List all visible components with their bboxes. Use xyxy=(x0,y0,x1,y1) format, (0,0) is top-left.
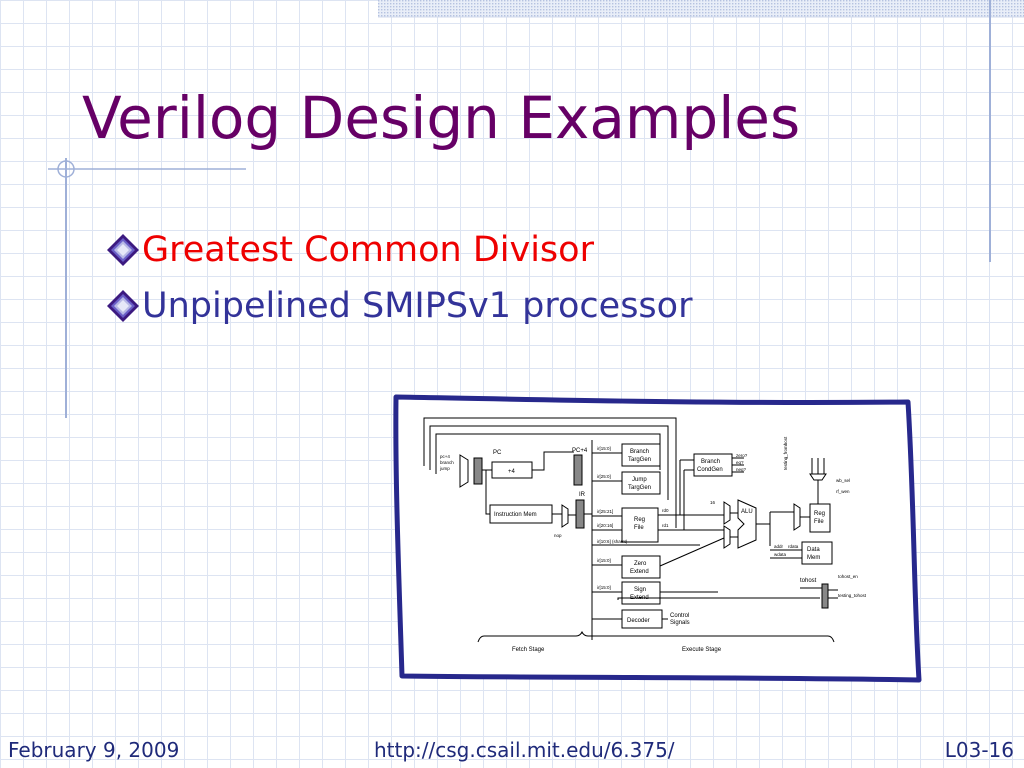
footer-url[interactable]: http://csg.csail.mit.edu/6.375/ xyxy=(374,738,675,762)
label-ir-15-0: ir[15:0] xyxy=(597,446,611,451)
wb-mux xyxy=(793,503,801,531)
label-tohost-en: tohost_en xyxy=(838,574,858,579)
label-file: File xyxy=(634,525,644,531)
pc-register xyxy=(473,457,483,485)
data-mem-block xyxy=(801,541,833,565)
label-ir-20-16: ir[20:16] xyxy=(597,523,613,528)
label-reg2: Reg xyxy=(814,511,825,517)
label-alu: ALU xyxy=(741,509,753,515)
label-sign: Sign xyxy=(634,587,646,593)
label-signals: Signals xyxy=(670,620,690,626)
label-zero-extend: Extend xyxy=(630,569,649,575)
label-pc4: PC+4 xyxy=(572,448,588,454)
label-eq-q: eq? xyxy=(736,460,744,465)
jump-targgen-block xyxy=(621,471,661,495)
label-data: Data xyxy=(807,547,820,553)
label-pc-plus4: pc+4 xyxy=(440,454,450,459)
label-sign-extend: Extend xyxy=(630,595,649,601)
label-ir-15-0-c: ir[15:0] xyxy=(597,585,611,590)
label-condgen: CondGen xyxy=(697,467,723,473)
rf-addr-mux xyxy=(809,473,827,481)
label-rd0: rd0 xyxy=(662,508,669,513)
label-rf-wen: rf_wen xyxy=(836,489,850,494)
label-wdata: wdata xyxy=(774,552,787,557)
label-pc: PC xyxy=(493,450,502,456)
bullet-list: Greatest Common Divisor Unpipelined SMIP… xyxy=(104,222,692,334)
label-condgen-branch: Branch xyxy=(701,459,720,465)
footer-slide-number: L03-16 xyxy=(944,738,1014,762)
label-wb-sel: wb_sel xyxy=(836,478,850,483)
label-addr: addr xyxy=(774,544,784,549)
label-tohost: tohost xyxy=(800,578,817,584)
bullet-item: Unpipelined SMIPSv1 processor xyxy=(104,278,692,334)
label-decoder: Decoder xyxy=(627,618,650,624)
label-neg-q: neg? xyxy=(736,467,747,472)
label-plus4: +4 xyxy=(508,469,516,475)
dotted-top-right-band xyxy=(378,0,1024,17)
label-jump: Jump xyxy=(632,477,647,483)
label-testing-fromhost: testing_fromhost xyxy=(783,436,788,470)
label-jump-targgen: TargGen xyxy=(628,485,651,491)
bullet-item: Greatest Common Divisor xyxy=(104,222,692,278)
label-zero: Zero xyxy=(634,561,647,567)
label-execute-stage: Execute Stage xyxy=(682,647,722,653)
label-targgen: TargGen xyxy=(628,457,651,463)
diagram-frame xyxy=(393,394,922,683)
reg-file-write-block xyxy=(809,503,831,533)
label-branch-in: branch xyxy=(440,460,454,465)
label-ir-25-0: ir[25:0] xyxy=(597,474,611,479)
underline-circle xyxy=(57,160,75,178)
branch-targgen-block xyxy=(621,443,661,467)
pc4-register xyxy=(573,454,583,486)
diamond-bullet-icon xyxy=(107,234,139,266)
ir-mux xyxy=(561,504,569,528)
label-fetch-stage: Fetch Stage xyxy=(512,647,545,653)
label-ir: IR xyxy=(579,492,586,498)
diamond-bullet-icon xyxy=(107,290,139,322)
label-instruction-mem: Instruction Mem xyxy=(494,512,537,518)
alu-mux-a xyxy=(723,501,731,525)
label-ir-15-0-b: ir[15:0] xyxy=(597,558,611,563)
label-jump-in: jump xyxy=(439,466,450,471)
slide-title: Verilog Design Examples xyxy=(82,84,801,152)
sign-extend-block xyxy=(621,581,661,605)
label-16: 16 xyxy=(710,500,716,505)
bullet-text-smips: Unpipelined SMIPSv1 processor xyxy=(142,286,693,326)
label-ir-25-21: ir[25:21] xyxy=(597,509,613,514)
footer-date: February 9, 2009 xyxy=(8,738,180,762)
label-zero-q: zero? xyxy=(736,453,748,458)
label-branch: Branch xyxy=(630,449,649,455)
label-control: Control xyxy=(670,613,689,619)
bullet-text-gcd: Greatest Common Divisor xyxy=(142,230,594,270)
label-rdata: rdata xyxy=(788,544,799,549)
alu-block xyxy=(737,499,757,549)
reg-file-block xyxy=(621,507,659,543)
zero-extend-block xyxy=(621,555,661,579)
ir-register xyxy=(575,499,585,529)
label-mem: Mem xyxy=(807,555,820,561)
label-file2: File xyxy=(814,519,824,525)
pc-mux xyxy=(459,454,469,488)
label-testing-tohost: testing_tohost xyxy=(838,593,867,598)
tohost-register xyxy=(821,583,829,609)
label-nop: nop xyxy=(554,533,562,538)
label-reg: Reg xyxy=(634,517,645,523)
alu-mux-b xyxy=(723,525,731,549)
label-rd1: rd1 xyxy=(662,523,669,528)
label-ir-shamt: ir[10:6] (shamt) xyxy=(597,539,628,544)
